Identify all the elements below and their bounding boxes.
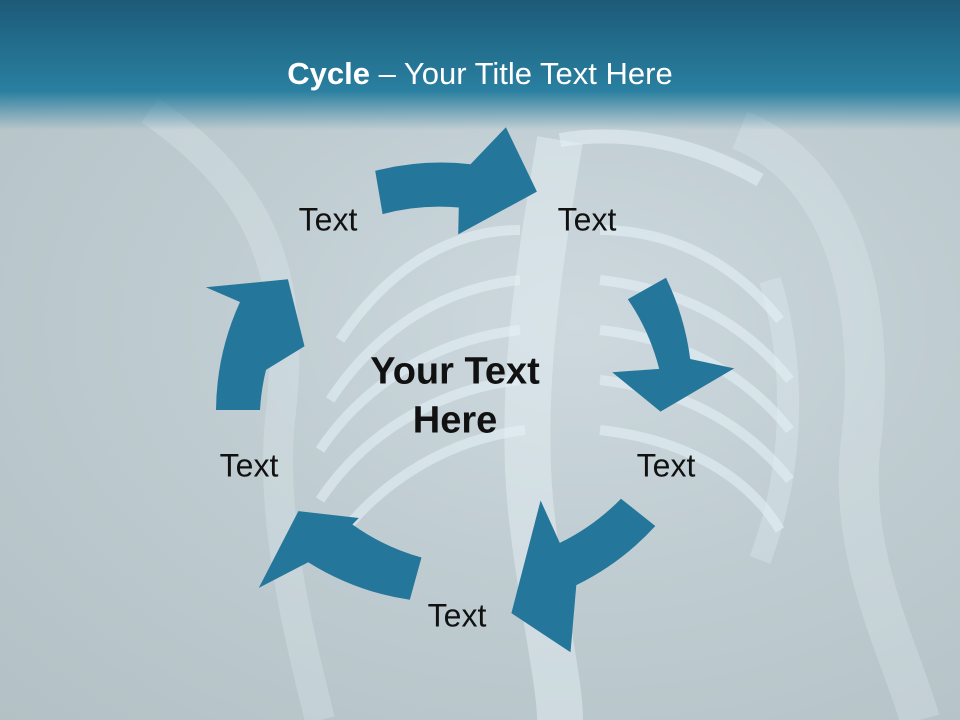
cycle-arrow-3: [511, 498, 656, 653]
title-rest: – Your Title Text Here: [370, 56, 673, 91]
cycle-arrow-5: [205, 279, 305, 410]
cycle-label-2: Text: [557, 201, 617, 238]
center-text: Your Text Here: [335, 348, 575, 447]
header-bar: [0, 0, 960, 130]
cycle-arrow-4: [258, 511, 422, 600]
cycle-label-4: Text: [427, 597, 487, 634]
slide-title: Cycle – Your Title Text Here: [0, 56, 960, 92]
cycle-arrow-2: [612, 277, 735, 412]
cycle-label-3: Text: [636, 447, 696, 484]
center-text-line1: Your Text: [370, 350, 540, 393]
title-bold: Cycle: [287, 56, 370, 91]
cycle-label-1: Text: [298, 201, 358, 238]
cycle-arrow-1: [375, 127, 537, 235]
cycle-label-5: Text: [219, 447, 279, 484]
center-text-line2: Here: [412, 400, 498, 442]
